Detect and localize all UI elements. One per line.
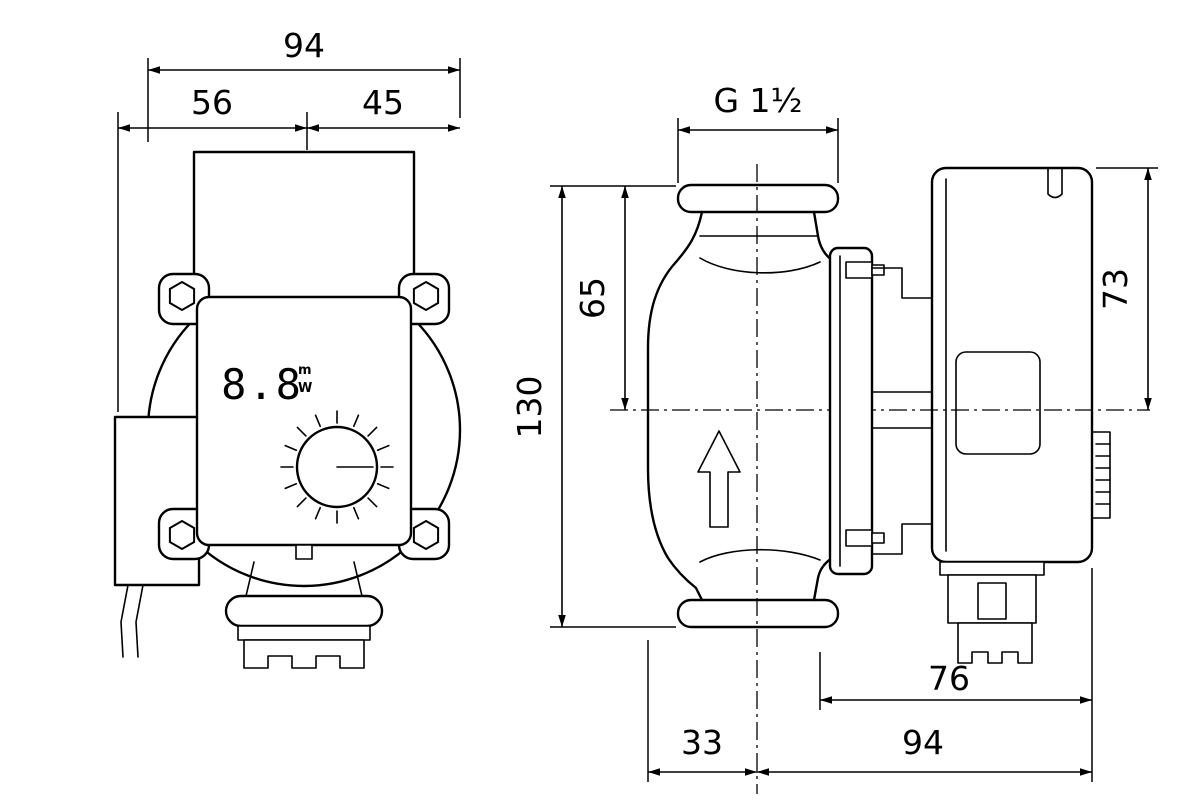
display-unit-w: W [298, 381, 312, 396]
volute-inner-lines [699, 235, 821, 563]
segment-display: 8.8 m W [221, 360, 312, 409]
plate-bolts [845, 261, 885, 547]
plug-outline [1091, 431, 1111, 519]
hex-bolt-icon [412, 520, 440, 550]
dim-left-label: 56 [191, 83, 233, 122]
dim-axis-to-back-label: 94 [902, 723, 944, 762]
hex-bolt-icon [168, 520, 196, 550]
dim-right-label: 45 [362, 83, 404, 122]
gland-slot [977, 582, 1007, 620]
front-dimensions: 94 56 45 [117, 26, 461, 412]
volute-body-left [646, 210, 704, 602]
bottom-flange-front [224, 594, 384, 628]
control-knob [280, 410, 394, 524]
hex-bolt-icon [168, 281, 196, 311]
extension-lines [550, 118, 1158, 782]
cable-gland [939, 561, 1045, 664]
bottom-flange [676, 598, 840, 629]
plug-ridges [1095, 443, 1111, 505]
plate-bottom-tab [295, 544, 313, 560]
port-collar [237, 625, 371, 641]
control-plate [195, 295, 413, 547]
power-cable [120, 584, 144, 658]
hex-bolt-icon [412, 281, 440, 311]
plate-bolt [871, 264, 885, 276]
motor-top-slot [1047, 167, 1063, 199]
dim-port-to-port-label: 130 [510, 376, 549, 439]
dim-overall-width-label: 94 [283, 26, 325, 65]
plug-connector [1091, 431, 1111, 519]
mounting-plate [828, 246, 874, 576]
display-value: 8.8 [221, 360, 303, 409]
side-view: G 1½ 65 130 73 76 33 94 [510, 81, 1158, 794]
dim-gland-to-back-label: 76 [928, 659, 970, 698]
knob-tick-marks [280, 410, 394, 524]
dim-flange-to-axis-label: 65 [573, 277, 612, 319]
plate-bolt [845, 261, 873, 279]
motor-side-module [955, 351, 1041, 455]
plate-bolt [845, 529, 873, 547]
dim-axis-to-top-label: 73 [1096, 268, 1135, 310]
dim-port-thread-label: G 1½ [713, 81, 802, 120]
extension-lines [117, 58, 461, 412]
volute-neck [245, 561, 363, 597]
dim-front-to-axis-label: 33 [681, 723, 723, 762]
display-unit-m: m [298, 363, 312, 378]
motor-housing-top [192, 150, 416, 312]
plate-bolt [871, 532, 885, 544]
side-dimensions: G 1½ 65 130 73 76 33 94 [510, 81, 1158, 782]
gland-nut [957, 622, 1033, 664]
flow-arrow-icon [697, 430, 741, 528]
union-nut [243, 639, 365, 669]
front-view: 8.8 m W 94 56 45 [113, 26, 462, 669]
gland-collar [939, 561, 1045, 576]
top-flange [676, 183, 840, 214]
lantern-lines [871, 267, 933, 555]
